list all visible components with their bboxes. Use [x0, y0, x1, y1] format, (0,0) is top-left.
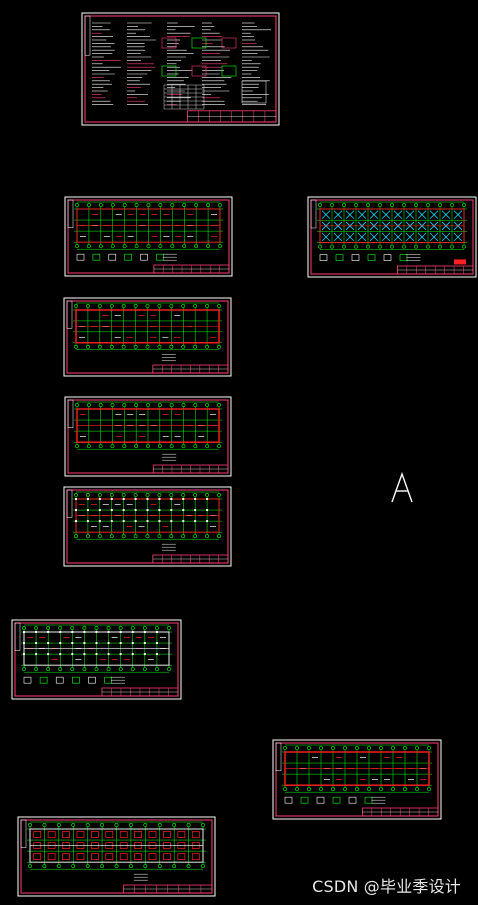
- drawing-sheet-plan-8: [307, 196, 477, 278]
- drawing-sheet-plan-3: [64, 396, 232, 477]
- watermark: CSDN @毕业季设计: [312, 877, 461, 896]
- drawing-sheet-plan-1: [64, 196, 233, 277]
- cursor-letter-a: [391, 472, 413, 503]
- drawing-sheet-plan-6: [17, 816, 216, 897]
- drawing-sheet-plan-2: [63, 297, 232, 377]
- drawing-sheet-plan-7: [272, 739, 442, 820]
- drawing-sheet-plan-4: [63, 486, 232, 567]
- drawing-sheet-plan-5: [11, 619, 182, 700]
- drawing-sheet-cover-notes: [81, 12, 280, 126]
